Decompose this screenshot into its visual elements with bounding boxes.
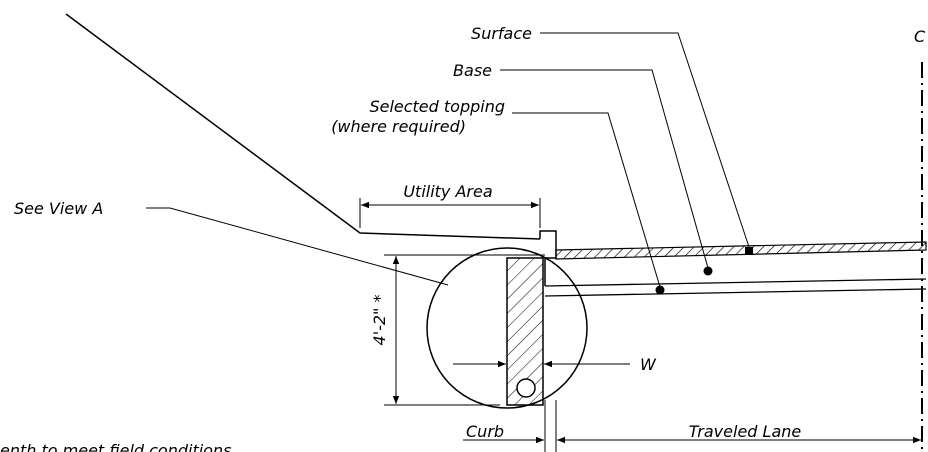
selected-topping-note: (where required) — [331, 117, 466, 136]
curb-label: Curb — [466, 422, 504, 441]
drain-pipe — [516, 378, 536, 398]
base-label: Base — [453, 61, 492, 80]
traveled-lane-label: Traveled Lane — [689, 422, 802, 441]
topping-leader — [512, 112, 661, 288]
surface-layer — [555, 241, 927, 260]
see-view-a-leader — [146, 207, 449, 286]
centerline-symbol: C — [914, 27, 926, 46]
base-bottom-line — [544, 278, 927, 287]
w-label: W — [640, 355, 657, 374]
surface-leader — [540, 32, 750, 248]
curb-face-outline — [539, 230, 557, 286]
embankment-slope-line — [65, 13, 541, 240]
surface-label: Surface — [471, 24, 532, 43]
topping-marker — [655, 285, 665, 295]
topping-bottom-line — [544, 288, 927, 297]
height-dimension-label: 4'-2" * — [370, 295, 389, 346]
see-view-a-label: See View A — [14, 199, 103, 218]
base-marker — [703, 266, 713, 276]
surface-marker — [745, 247, 753, 255]
view-a-circle — [426, 247, 588, 409]
selected-topping-label: Selected topping — [369, 97, 505, 116]
footnote-text: enth to meet field conditions — [0, 441, 231, 452]
utility-area-label: Utility Area — [403, 182, 492, 201]
base-leader — [500, 69, 709, 269]
